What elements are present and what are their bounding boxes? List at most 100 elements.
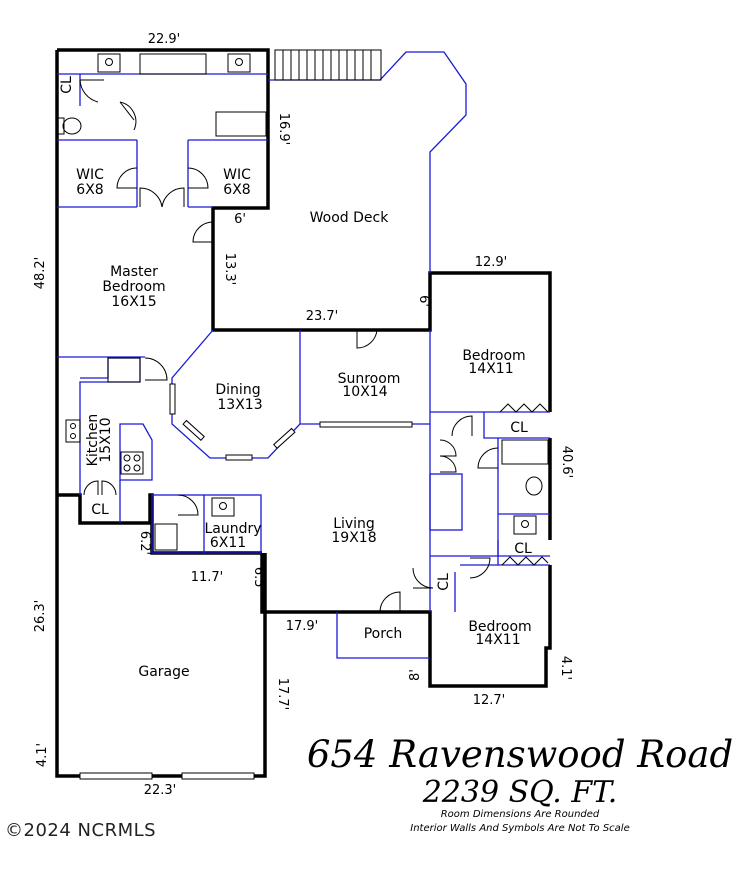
room-label: Kitchen <box>85 414 101 467</box>
deck-door <box>356 329 378 349</box>
deck-stairs <box>274 49 382 81</box>
wic-right-door <box>187 167 209 189</box>
room-label: CL <box>91 502 109 518</box>
dining-window-2 <box>225 454 253 461</box>
hall-bath-toilet <box>525 476 543 496</box>
dining-window-3 <box>182 419 205 441</box>
dimension: 4.1' <box>35 743 50 767</box>
kitchen-island <box>119 423 153 481</box>
room-label: WIC <box>76 167 104 183</box>
master-sink-right <box>227 53 251 73</box>
room-size: 14X11 <box>468 361 513 377</box>
laundry-washer <box>154 523 178 551</box>
fixtures <box>57 53 549 551</box>
room-size: 13X13 <box>217 397 262 413</box>
range-burner <box>123 464 131 472</box>
dimension: 17.7' <box>275 678 290 711</box>
dimension: 6.5' <box>251 567 266 591</box>
room-label: CL <box>59 76 75 94</box>
room-label: Wood Deck <box>310 210 390 226</box>
room-label: CL <box>436 573 452 591</box>
dimension: 12.7' <box>473 693 506 708</box>
dimension: 4.1' <box>558 656 573 680</box>
kitchen-closet-door <box>83 480 117 496</box>
master-toilet-tank <box>57 117 65 135</box>
kitchen-door <box>144 357 168 381</box>
bed2-door <box>469 557 491 579</box>
master-sink-right-bowl <box>235 58 243 66</box>
room-size: 14X11 <box>475 632 520 648</box>
dimension-labels: 22.9' 16.9' 6' 13.3' 48.2' 12.9' 6' 23.7… <box>33 32 574 798</box>
property-address: 654 Ravenswood Road <box>306 733 734 776</box>
hall-bath-tub <box>501 439 549 465</box>
bath-right <box>497 438 550 557</box>
room-label: Sunroom <box>338 371 401 387</box>
wall-left-side <box>55 50 267 778</box>
dimension: 23.7' <box>306 309 339 324</box>
dimension: 13.3' <box>222 253 237 286</box>
hall-closet-door <box>412 567 434 589</box>
kitchen-range <box>120 451 144 475</box>
room-size: 10X14 <box>342 384 387 400</box>
room-label: Bedroom <box>462 348 525 364</box>
dimension: 6' <box>234 212 246 227</box>
bed2-closet-bifold <box>501 556 549 566</box>
disclaimer-scale: Interior Walls And Symbols Are Not To Sc… <box>410 823 630 834</box>
dimension: 17.9' <box>286 619 319 634</box>
room-label: Laundry <box>204 521 261 537</box>
master-closet-door <box>79 79 104 103</box>
laundry-sink-bowl <box>219 502 227 510</box>
room-size: 6X8 <box>223 182 250 198</box>
master-bath-door <box>119 101 137 131</box>
room-label: WIC <box>223 167 251 183</box>
room-labels: WIC 6X8 WIC 6X8 CL Wood Deck Master Bedr… <box>59 76 532 680</box>
room-size: 16X15 <box>111 294 156 310</box>
room-label: Living <box>333 516 375 532</box>
master-toilet <box>62 117 82 135</box>
dimension: 22.9' <box>148 32 181 47</box>
master-sink-left <box>97 53 121 73</box>
dimension: 16.9' <box>276 113 291 146</box>
room-size: 6X11 <box>210 535 246 551</box>
bed1-closet-bifold <box>499 403 549 413</box>
room-label: Dining <box>215 382 260 398</box>
square-footage: 2239 SQ. FT. <box>422 775 618 810</box>
kitchen-sink <box>65 419 81 443</box>
laundry-room <box>151 494 262 554</box>
master-double-door-left <box>139 187 163 208</box>
dimension: 6' <box>416 295 431 307</box>
room-label: CL <box>514 541 532 557</box>
dimension: 8' <box>408 669 423 681</box>
doors <box>79 79 549 613</box>
garage-door-1 <box>79 772 153 780</box>
master-double-door-right <box>161 187 185 208</box>
room-label: Porch <box>364 626 403 642</box>
dimension: 22.3' <box>144 783 177 798</box>
sunroom-window <box>319 421 413 428</box>
garage-door-2 <box>181 772 255 780</box>
dimension: 48.2' <box>33 257 48 290</box>
hall-closet <box>429 555 498 612</box>
room-size: 15X10 <box>98 417 114 462</box>
stairs-frame <box>274 49 382 81</box>
laundry-door <box>177 494 199 516</box>
hall-bath-sink <box>513 515 537 535</box>
master-entry-door <box>192 221 214 243</box>
room-label: Bedroom <box>468 619 531 635</box>
room-label: Garage <box>138 664 189 680</box>
room-label: Master <box>110 264 158 280</box>
dimension: 40.6' <box>559 446 574 479</box>
room-size: 6X8 <box>76 182 103 198</box>
copyright-watermark: ©2024 NCRMLS <box>5 820 157 841</box>
wic-left-door <box>116 167 138 189</box>
dimension: 12.9' <box>475 255 508 270</box>
range-burner <box>123 454 131 462</box>
range-burner <box>133 464 141 472</box>
kitchen-sink-bowl <box>70 433 76 439</box>
laundry-sink <box>211 497 235 517</box>
master-bathtub <box>139 53 207 75</box>
front-door <box>379 591 401 613</box>
porch-outline <box>336 612 430 659</box>
range-burner <box>133 454 141 462</box>
